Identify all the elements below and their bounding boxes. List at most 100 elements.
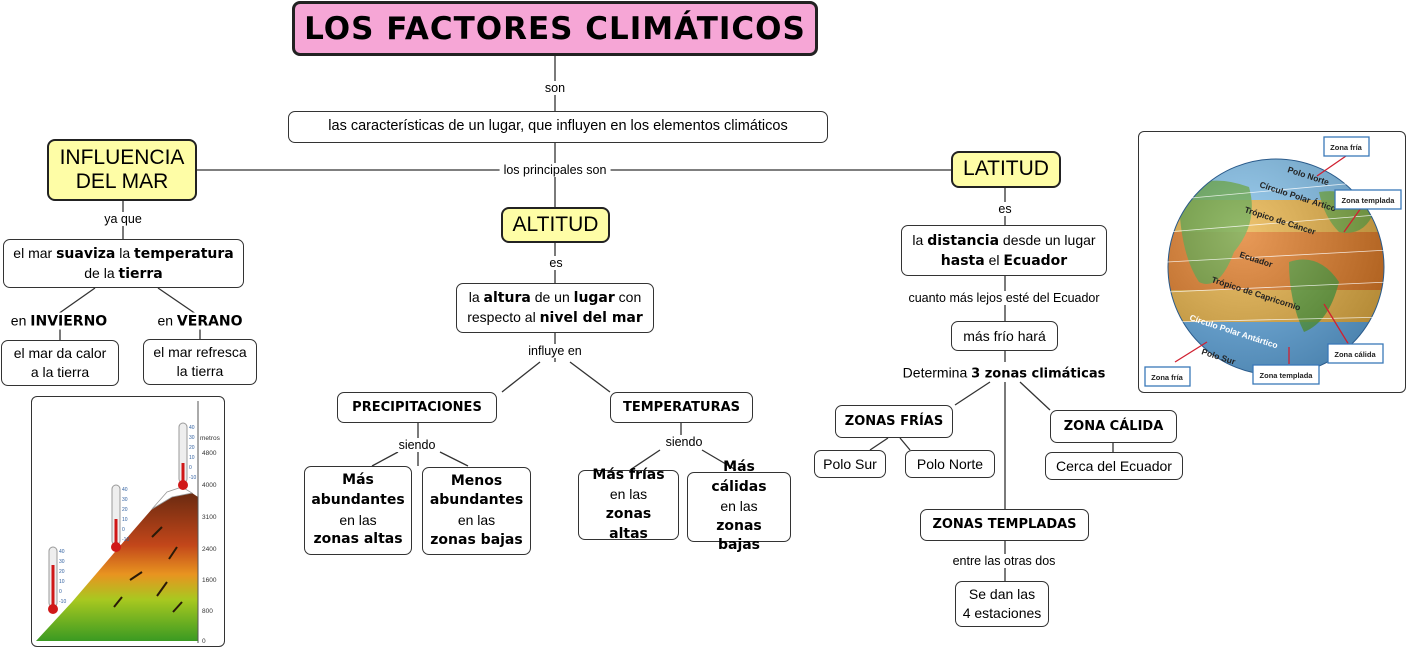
therm-tick: 30 xyxy=(122,497,128,503)
text: la xyxy=(115,244,135,261)
text: en las xyxy=(457,512,496,528)
text: la tierra xyxy=(176,363,224,379)
mas-frias-box: Más frías en las zonas altas xyxy=(578,467,679,542)
height-label: 4800 xyxy=(202,450,217,457)
therm-tick: 10 xyxy=(189,455,195,461)
link-siendo: siendo xyxy=(394,438,440,452)
text-bold: Más cálidas xyxy=(711,459,767,495)
therm-tick: 30 xyxy=(189,435,195,441)
height-label: 4000 xyxy=(202,482,217,489)
zona-templada-label: Zona templada xyxy=(1260,371,1314,380)
text: el mar xyxy=(13,244,57,261)
zona-calida-label: Zona cálida xyxy=(1334,350,1376,359)
text-bold: Ecuador xyxy=(1003,252,1068,269)
mar-suaviza-box: el mar suaviza la temperatura de la tier… xyxy=(3,239,244,288)
therm-tick: 10 xyxy=(59,579,65,585)
text-bold: abundantes xyxy=(429,492,524,509)
latitud-node: LATITUD xyxy=(951,151,1061,188)
therm-tick: 40 xyxy=(122,487,128,493)
link-ya-que: ya que xyxy=(100,212,146,226)
temperaturas-node: TEMPERATURAS xyxy=(610,392,753,423)
text-bold: INVIERNO xyxy=(30,313,108,330)
precipitaciones-node: PRECIPITACIONES xyxy=(337,392,497,423)
therm-tick: -10 xyxy=(59,599,66,605)
zona-fria-label: Zona fría xyxy=(1151,373,1183,382)
text-bold: lugar xyxy=(573,290,615,307)
zona-calida-node: ZONA CÁLIDA xyxy=(1050,410,1177,443)
text-bold: VERANO xyxy=(176,313,243,330)
text: Determina xyxy=(902,364,972,381)
estaciones-box: Se dan las 4 estaciones xyxy=(955,581,1049,627)
text: la xyxy=(912,231,928,248)
link-siendo: siendo xyxy=(661,435,707,449)
link-principales: los principales son xyxy=(499,163,611,177)
text-bold: Menos xyxy=(450,472,503,489)
height-label: 0 xyxy=(202,638,206,645)
globe-illustration: Polo Norte Círculo Polar Ártico Trópico … xyxy=(1138,131,1406,393)
zona-templada-label: Zona templada xyxy=(1342,196,1396,205)
text-bold: temperatura xyxy=(134,245,234,262)
text-bold: abundantes xyxy=(311,491,405,508)
zonas-frias-node: ZONAS FRÍAS xyxy=(835,405,953,438)
therm-tick: 30 xyxy=(59,559,65,565)
page-title: LOS FACTORES CLIMÁTICOS xyxy=(292,1,818,56)
altitud-desc-box: la altura de un lugar con respecto al ni… xyxy=(456,283,654,333)
link-influye: influye en xyxy=(524,344,586,358)
text-bold: Más frías xyxy=(592,466,665,483)
height-label: 1600 xyxy=(202,577,217,584)
text: en las xyxy=(720,498,758,515)
text-bold: tierra xyxy=(118,265,163,282)
text-bold: hasta xyxy=(940,252,985,269)
text: en xyxy=(157,312,177,329)
text-bold: altura xyxy=(483,290,531,307)
altitude-unit: metros xyxy=(200,435,221,442)
influencia-mar-title-l1: INFLUENCIA xyxy=(59,145,185,169)
therm-tick: 40 xyxy=(189,425,195,431)
height-label: 3100 xyxy=(202,514,217,521)
therm-tick: 0 xyxy=(59,589,62,595)
therm-tick: 40 xyxy=(59,549,65,555)
link-son: son xyxy=(540,81,570,95)
mountain-svg: metros 4800 4000 3100 2400 1600 800 0 40… xyxy=(36,401,221,645)
therm-tick: 10 xyxy=(122,517,128,523)
height-label: 800 xyxy=(202,608,213,615)
menos-abundantes-box: Menos abundantes en las zonas bajas xyxy=(422,467,531,555)
mas-calidas-box: Más cálidas en las zonas bajas xyxy=(687,459,791,553)
text: en las xyxy=(339,511,377,528)
text: 4 estaciones xyxy=(962,605,1042,621)
therm-tick: 0 xyxy=(122,527,125,533)
zonas-templadas-node: ZONAS TEMPLADAS xyxy=(920,509,1089,541)
latitud-desc-box: la distancia desde un lugar hasta el Ecu… xyxy=(901,225,1107,276)
influencia-mar-title-l2: DEL MAR xyxy=(75,170,169,193)
text: el mar da calor xyxy=(13,345,107,362)
text: de un xyxy=(530,289,574,306)
cerca-ecuador-box: Cerca del Ecuador xyxy=(1045,452,1183,480)
globe-svg: Polo Norte Círculo Polar Ártico Trópico … xyxy=(1144,136,1402,387)
definition-box: las características de un lugar, que inf… xyxy=(288,111,828,143)
invierno-desc-box: el mar da calor a la tierra xyxy=(1,340,119,386)
polo-norte-box: Polo Norte xyxy=(905,450,995,478)
mas-abundantes-box: Más abundantes en las zonas altas xyxy=(304,466,412,555)
verano-desc-box: el mar refresca la tierra xyxy=(143,339,257,385)
text-bold: nivel del mar xyxy=(539,310,643,326)
zona-fria-label: Zona fría xyxy=(1330,143,1362,152)
text: desde un lugar xyxy=(999,231,1096,248)
text: con xyxy=(614,289,642,306)
text: a la tierra xyxy=(30,364,90,380)
therm-tick: -10 xyxy=(189,475,196,481)
text-bold: zonas altas xyxy=(605,506,652,542)
polo-sur-box: Polo Sur xyxy=(814,450,886,478)
verano-label: en VERANO xyxy=(154,312,246,330)
text: en las xyxy=(609,486,648,503)
text-bold: distancia xyxy=(927,232,1000,249)
height-label: 2400 xyxy=(202,546,217,553)
mas-frio-box: más frío hará xyxy=(951,321,1058,351)
altitud-node: ALTITUD xyxy=(501,207,610,243)
therm-tick: 0 xyxy=(189,465,192,471)
text: en xyxy=(10,312,31,329)
text: de la xyxy=(84,264,119,281)
text: la xyxy=(468,289,484,306)
